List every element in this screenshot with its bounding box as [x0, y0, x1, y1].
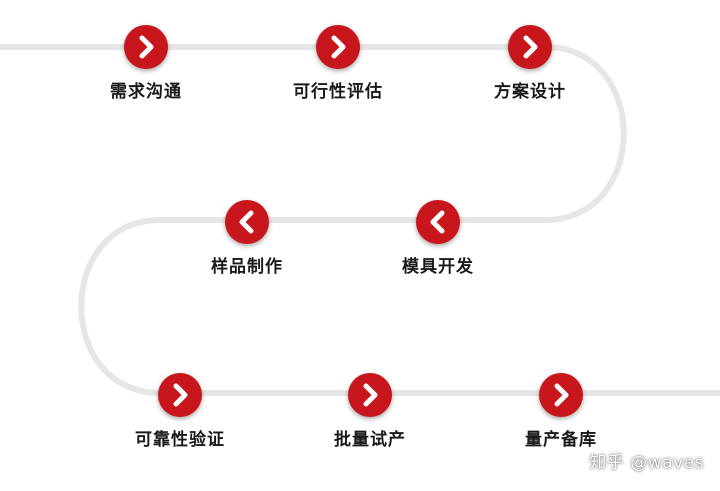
step-trial-production: 批量试产 [300, 373, 440, 463]
step-label: 样品制作 [211, 257, 283, 277]
step-label: 方案设计 [494, 82, 566, 102]
step-label: 可行性评估 [293, 82, 383, 102]
step-label: 模具开发 [402, 257, 474, 277]
chevron-right-icon [139, 35, 154, 59]
chevron-right-icon [363, 383, 378, 407]
chevron-right-icon [331, 35, 346, 59]
step-feasibility-assessment: 可行性评估 [268, 25, 408, 115]
step-node [124, 25, 168, 69]
step-node [348, 373, 392, 417]
chevron-right-icon [554, 383, 569, 407]
step-sample-production: 样品制作 [177, 200, 317, 290]
step-node [416, 200, 460, 244]
step-node [225, 200, 269, 244]
step-node [539, 373, 583, 417]
step-mold-development: 模具开发 [368, 200, 508, 290]
chevron-left-icon [239, 210, 254, 234]
chevron-right-icon [173, 383, 188, 407]
chevron-left-icon [430, 210, 445, 234]
serpentine-connector [0, 44, 720, 396]
step-label: 可靠性验证 [135, 430, 225, 450]
step-node [508, 25, 552, 69]
step-solution-design: 方案设计 [460, 25, 600, 115]
step-requirements-communication: 需求沟通 [76, 25, 216, 115]
watermark: 知乎 @waves [589, 453, 704, 473]
step-label: 量产备库 [525, 430, 597, 450]
step-mass-production-stock: 量产备库 [491, 373, 631, 463]
step-label: 需求沟通 [110, 82, 182, 102]
step-node [158, 373, 202, 417]
step-node [316, 25, 360, 69]
step-reliability-verification: 可靠性验证 [110, 373, 250, 463]
chevron-right-icon [523, 35, 538, 59]
step-label: 批量试产 [334, 430, 406, 450]
